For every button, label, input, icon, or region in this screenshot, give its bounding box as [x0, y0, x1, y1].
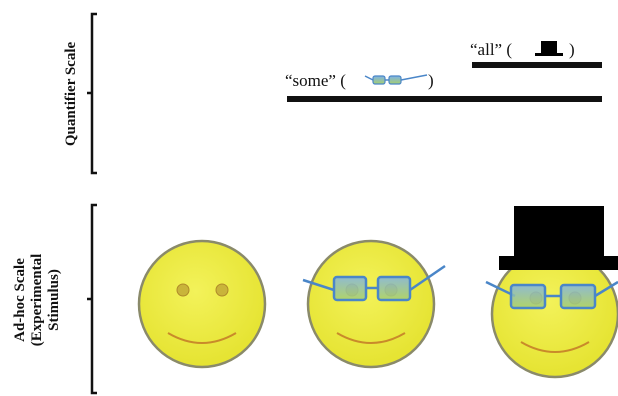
adhoc-axis-label-line1: Ad-hoc Scale: [12, 258, 28, 342]
smile: [167, 332, 237, 344]
glasses-hat-face: [485, 206, 618, 379]
plain-face: [137, 239, 267, 369]
right-eye: [215, 283, 229, 297]
quantifier-axis-label: Quantifier Scale: [63, 42, 79, 147]
some-label-open: “some” (: [285, 71, 346, 90]
glasses: [302, 264, 446, 302]
adhoc-axis-label-line3: Stimulus): [46, 269, 62, 331]
some-label-close: ): [428, 71, 434, 90]
left-eye: [176, 283, 190, 297]
all-label-open: “all” (: [470, 40, 512, 59]
quantifier-axis: [87, 12, 97, 175]
glasses: [485, 280, 618, 310]
adhoc-axis-label: Ad-hoc Scale (Experimental Stimulus): [12, 254, 62, 346]
all-bar: [472, 62, 602, 68]
top-hat-icon: [535, 41, 563, 56]
adhoc-axis-label-line2: (Experimental: [29, 254, 45, 346]
all-label-close: ): [569, 40, 575, 59]
top-hat: [499, 206, 618, 270]
some-bar: [287, 96, 602, 102]
glasses-face: [302, 239, 446, 369]
adhoc-axis: [87, 203, 97, 395]
glasses-icon: [364, 74, 428, 85]
